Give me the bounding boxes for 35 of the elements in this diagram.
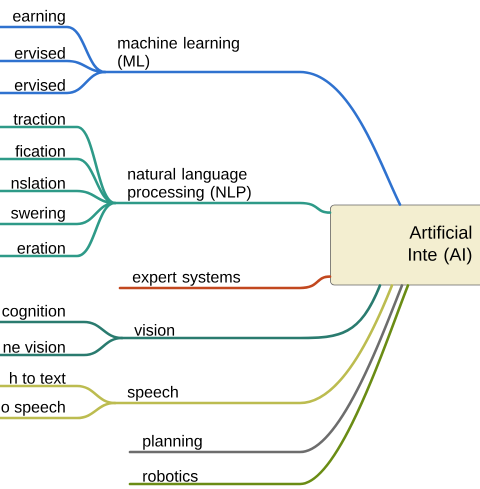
branch-line [0, 60, 106, 74]
leaf-label: nslation [12, 177, 65, 189]
branch-line [0, 320, 124, 340]
leaf-label: ervised [14, 47, 65, 59]
leaf-label: traction [14, 113, 65, 125]
branch-line [114, 284, 394, 404]
leaf-label: ervised [14, 79, 65, 91]
branch-line [0, 70, 106, 94]
leaf-label: earning [13, 10, 65, 25]
branch-line [128, 284, 410, 486]
branch-line [0, 336, 124, 356]
branch-label: planning [143, 434, 202, 450]
branch-line [0, 202, 116, 258]
branch-label: natural language processing (NLP) [128, 168, 251, 201]
leaf-label: cognition [2, 304, 65, 320]
branch-line [0, 190, 116, 204]
leaf-label: h to text [10, 372, 66, 384]
leaf-label: ne vision [4, 341, 65, 353]
branch-line [118, 275, 332, 290]
leaf-label: fication [15, 145, 65, 157]
branch-label: machine learning (ML) [118, 36, 239, 70]
branch-line [120, 284, 382, 340]
branch-line [114, 202, 332, 214]
branch-line [0, 384, 116, 404]
leaf-label: eration [18, 242, 65, 254]
branch-line [104, 70, 402, 206]
topic-box: Artificial Inte (AI) [330, 204, 480, 286]
branch-line [128, 284, 404, 454]
leaf-label: o speech [2, 400, 65, 416]
leaf-label: swering [11, 206, 65, 222]
branch-label: vision [134, 324, 174, 336]
branch-label: expert systems [132, 272, 240, 286]
branch-label: robotics [143, 470, 198, 482]
branch-line [0, 402, 116, 420]
branch-label: speech [128, 386, 178, 401]
